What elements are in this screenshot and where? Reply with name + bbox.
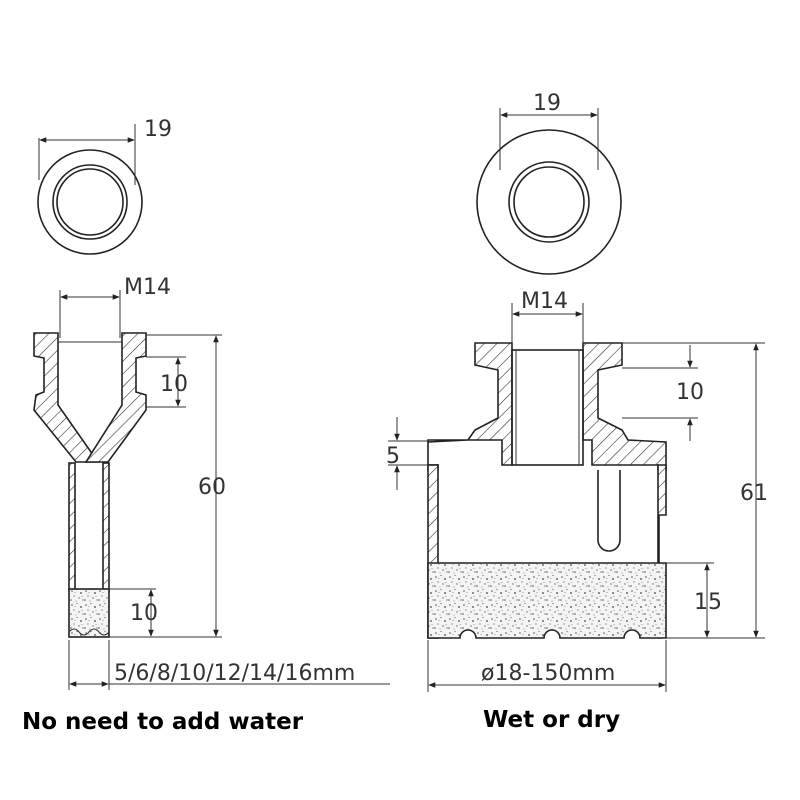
left-segment-height-label: 10 [130,601,158,626]
right-sizes-label: ø18-150mm [481,661,615,686]
left-top-diameter-label: 19 [144,117,172,142]
right-segment-height-label: 15 [694,590,722,615]
left-thread-label: M14 [124,275,171,300]
left-total-length-label: 60 [198,475,226,500]
right-caption: Wet or dry [483,707,620,733]
left-bit: 19 M14 10 [22,117,390,735]
right-side-section: M14 10 5 61 15 ø18 [386,289,768,692]
left-side-section: M14 10 60 10 5/6/8/10/12/14/16mm [33,275,390,690]
right-thread-depth-label: 10 [676,380,704,405]
right-top-diameter-label: 19 [533,91,561,116]
left-caption: No need to add water [22,709,304,735]
right-top-view: 19 [476,91,622,275]
left-top-view: 19 [37,117,172,255]
right-flange-label: 5 [386,444,400,469]
right-total-length-label: 61 [740,481,768,506]
right-thread-label: M14 [521,289,568,314]
left-sizes-label: 5/6/8/10/12/14/16mm [114,661,355,686]
right-bit: 19 M14 [386,91,768,733]
left-thread-depth-label: 10 [160,372,188,397]
